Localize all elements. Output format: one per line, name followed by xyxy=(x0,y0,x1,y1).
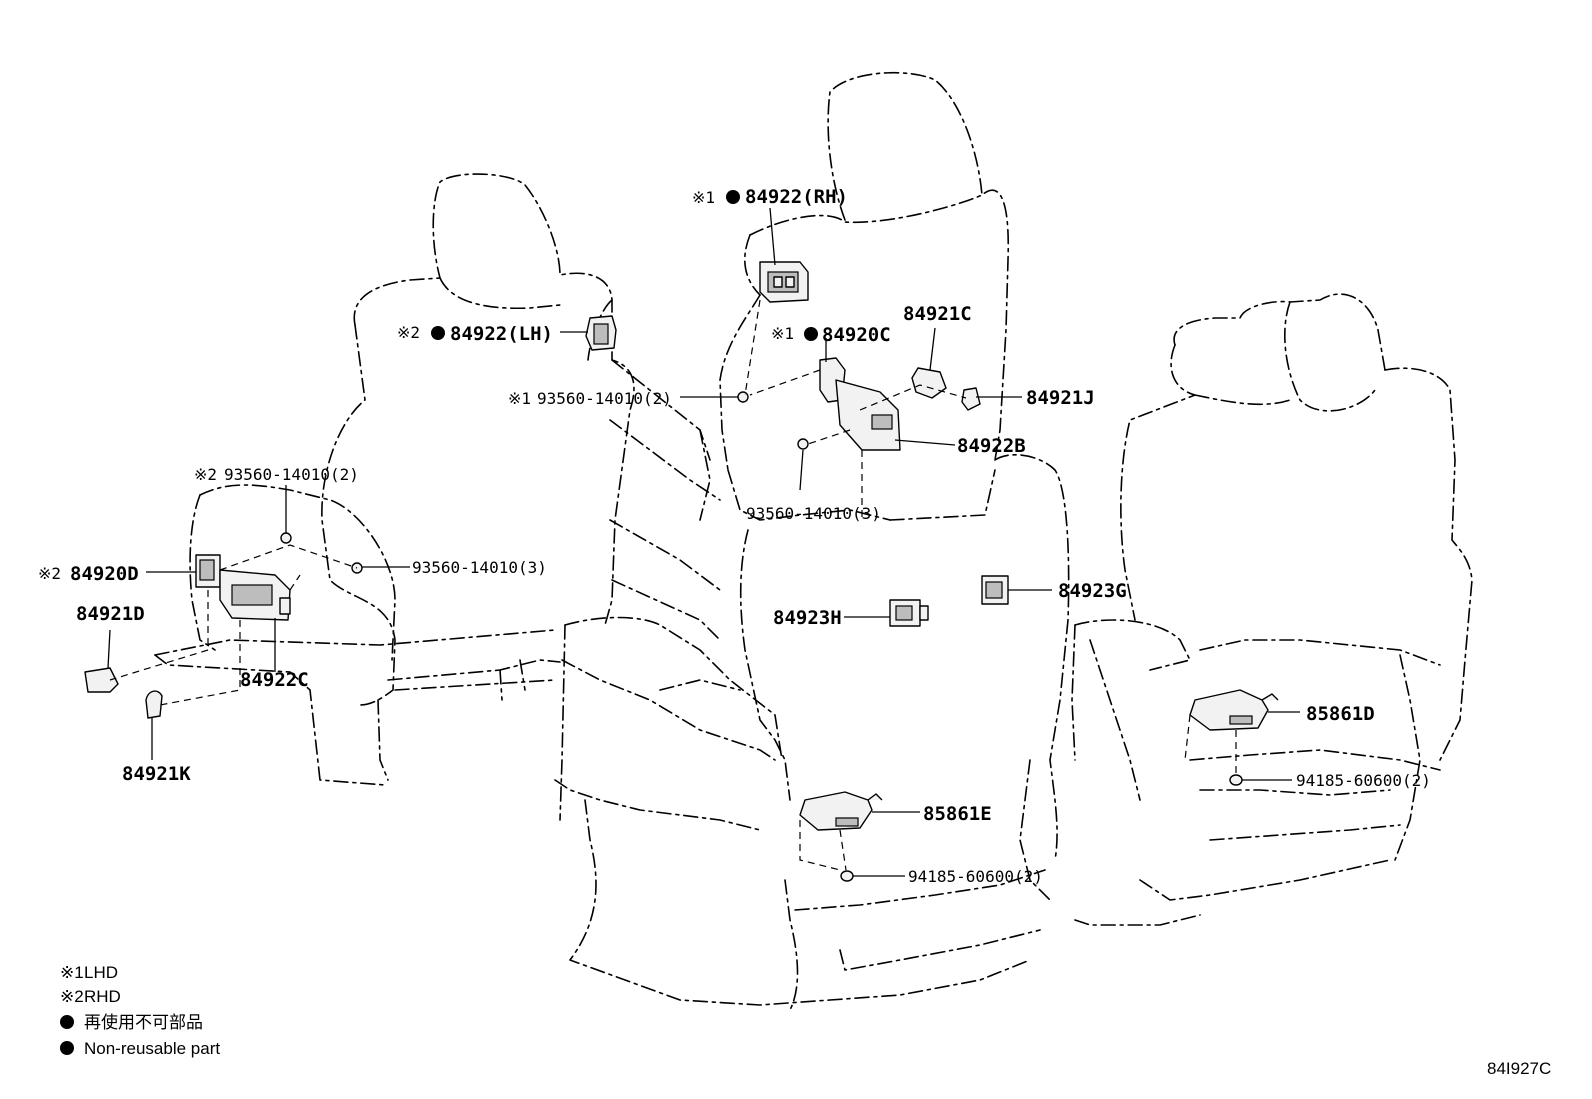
label-84922b: 84922B xyxy=(957,435,1026,457)
label-84920c: ※1 84920C xyxy=(771,324,891,346)
right-seat-outline xyxy=(1071,293,1473,926)
center-seat-outline xyxy=(554,71,1070,1011)
part-84923h-switch xyxy=(889,599,929,627)
note-mark: ※2 xyxy=(38,564,61,583)
note-mark: ※2 xyxy=(194,465,217,484)
part-number: 84920C xyxy=(822,324,891,346)
part-84920d-switch xyxy=(195,554,221,588)
label-94185-right: 94185-60600(2) xyxy=(1296,771,1431,790)
legend-rhd-mark: ※2 xyxy=(60,987,84,1006)
part-number: 84922(LH) xyxy=(450,323,553,345)
leader-lines xyxy=(107,207,1300,877)
part-85861d-bracket xyxy=(1189,689,1279,731)
part-84920c-bracket xyxy=(819,357,901,451)
part-number: 84922(RH) xyxy=(745,186,848,208)
legend-rhd: RHD xyxy=(84,987,121,1006)
note-mark: ※1 xyxy=(771,324,794,343)
legend: ※1 LHD ※2 RHD 再使用不可部品 Non-reusable part xyxy=(60,963,220,1058)
non-reusable-dot-icon xyxy=(60,1041,74,1055)
legend-nonreuse-en: Non-reusable part xyxy=(84,1039,220,1058)
label-84920d: ※2 84920D xyxy=(38,563,139,585)
label-84921c: 84921C xyxy=(903,303,972,325)
part-84922c-switch-assembly xyxy=(219,569,291,621)
label-85861d: 85861D xyxy=(1306,703,1375,725)
non-reusable-dot-icon xyxy=(60,1015,74,1029)
nut-icon xyxy=(840,774,1243,882)
label-93560-3-center: 93560-14010(3) xyxy=(746,504,881,523)
label-94185-center: 94185-60600(2) xyxy=(908,867,1043,886)
label-84923h: 84923H xyxy=(773,607,842,629)
note-mark: ※1 xyxy=(692,188,715,207)
non-reusable-dot-icon xyxy=(804,327,818,341)
non-reusable-dot-icon xyxy=(431,326,445,340)
bolt-icon xyxy=(280,391,809,574)
label-93560-lhd: ※1 93560-14010(2) xyxy=(508,389,672,408)
legend-lhd-mark: ※1 xyxy=(60,963,84,982)
note-mark: ※2 xyxy=(397,323,420,342)
label-85861e: 85861E xyxy=(923,803,992,825)
note-mark: ※1 xyxy=(508,389,531,408)
label-84923g: 84923G xyxy=(1058,580,1127,602)
part-84922rh-switch xyxy=(759,261,809,303)
part-84923g-switch xyxy=(981,575,1009,605)
part-84921k-knob xyxy=(145,690,163,719)
part-85861e-bracket xyxy=(799,791,883,831)
label-93560-3-left: 93560-14010(3) xyxy=(412,558,547,577)
part-number: 93560-14010(2) xyxy=(224,465,359,484)
part-number: 93560-14010(2) xyxy=(537,389,672,408)
part-84921j-cap xyxy=(961,387,981,411)
left-seat-outline xyxy=(154,173,635,786)
label-84922c: 84922C xyxy=(240,669,309,691)
legend-nonreuse-jp: 再使用不可部品 xyxy=(84,1012,203,1032)
label-84922rh: ※1 84922(RH) xyxy=(692,186,848,208)
part-number: 84920D xyxy=(70,563,139,585)
label-84921k: 84921K xyxy=(122,763,191,785)
diagram-code: 84I927C xyxy=(1487,1059,1551,1078)
assembly-dashed-lines xyxy=(109,299,1237,871)
legend-lhd: LHD xyxy=(84,963,118,982)
label-84921d: 84921D xyxy=(76,603,145,625)
label-93560-rhd: ※2 93560-14010(2) xyxy=(194,465,359,484)
part-84921d-knob xyxy=(84,667,119,693)
label-84922lh: ※2 84922(LH) xyxy=(397,323,553,345)
label-84921j: 84921J xyxy=(1026,387,1095,409)
part-84922lh-switch xyxy=(585,315,617,351)
part-84921c-trim xyxy=(911,367,947,399)
non-reusable-dot-icon xyxy=(726,190,740,204)
